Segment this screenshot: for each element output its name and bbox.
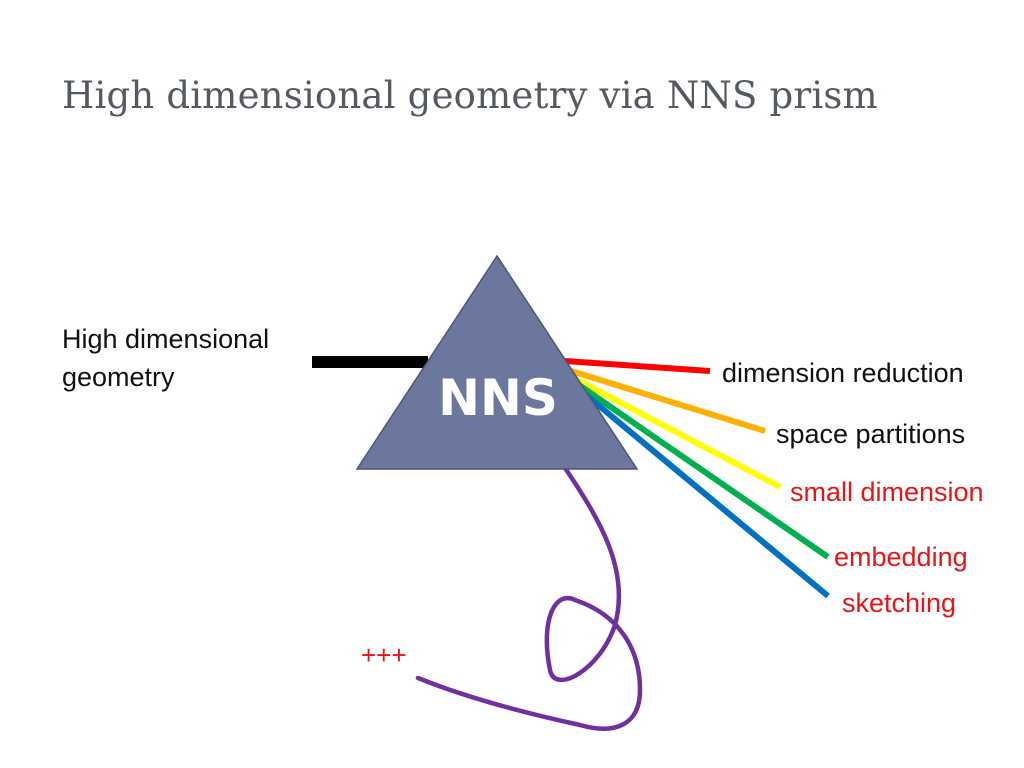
slide-title: High dimensional geometry via NNS prism — [62, 74, 878, 117]
prism-label: NNS — [438, 369, 558, 427]
prism-triangle — [355, 254, 639, 470]
beam-dimension-reduction — [564, 358, 711, 374]
input-label-line1: High dimensional — [62, 324, 270, 354]
beam-embedding — [574, 380, 830, 560]
output-label-embedding: embedding — [834, 542, 968, 572]
extra-label: +++ — [361, 640, 407, 670]
output-label-space-partitions: space partitions — [776, 419, 966, 449]
input-label: High dimensional geometry — [62, 320, 269, 396]
beam-space-partitions — [567, 367, 766, 434]
extra-squiggle — [415, 465, 643, 731]
output-label-dimension-reduction: dimension reduction — [722, 358, 964, 388]
output-label-sketching: sketching — [842, 588, 957, 618]
input-label-line2: geometry — [62, 362, 175, 392]
beam-sketching — [578, 387, 830, 599]
output-label-small-dimension: small dimension — [790, 477, 984, 507]
beam-small-dimension — [570, 374, 782, 490]
